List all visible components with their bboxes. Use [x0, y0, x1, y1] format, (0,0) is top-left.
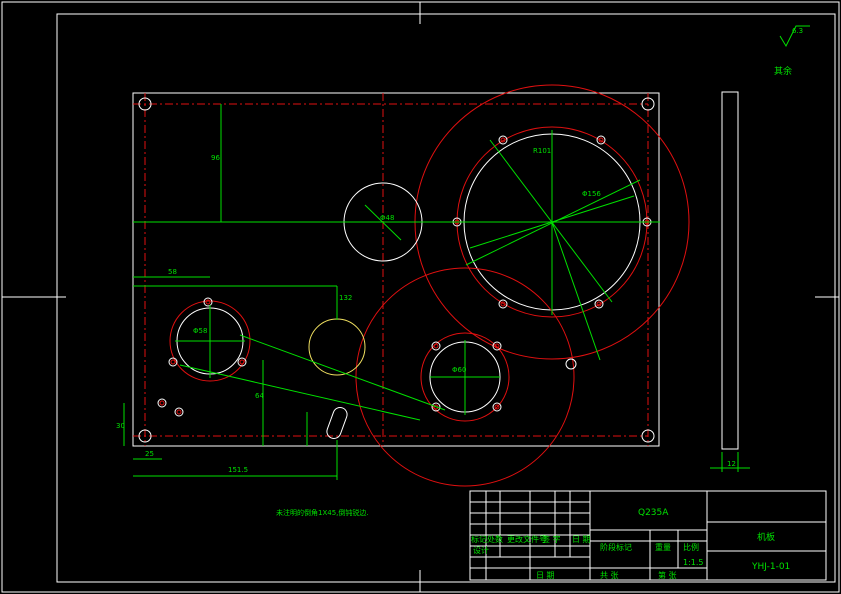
dim-main-r: R101 [533, 147, 551, 155]
svg-text:阶段标记: 阶段标记 [600, 542, 632, 552]
dim-left-circle: Φ58 [193, 327, 207, 335]
roughness-note: 其余 [774, 65, 792, 77]
dim-left: 58 [168, 268, 177, 276]
tb-drawing-no: YHJ-1-01 [751, 562, 790, 572]
hole-tr [641, 97, 655, 111]
dim-mid-v: 64 [255, 392, 264, 400]
svg-text:设计: 设计 [473, 545, 489, 555]
svg-text:日 期: 日 期 [536, 571, 555, 580]
svg-text:日 期: 日 期 [572, 535, 591, 544]
inner-border [56, 13, 836, 583]
svg-text:签 字: 签 字 [542, 534, 561, 544]
svg-text:比例: 比例 [683, 542, 699, 552]
plate-outline [132, 92, 660, 447]
svg-text:处数: 处数 [487, 534, 503, 544]
svg-text:更改文件号: 更改文件号 [507, 534, 547, 544]
side-view [721, 91, 739, 450]
dim-top-v: 96 [211, 154, 220, 162]
tb-material: Q235A [638, 508, 669, 518]
bolt-holes-left [157, 297, 247, 417]
svg-text:共 张: 共 张 [600, 571, 619, 580]
hole-tl [138, 97, 152, 111]
bolt-holes-right [431, 341, 502, 412]
tech-note: 未注明的倒角1X45,倒钝锐边. [276, 508, 369, 517]
dim-mid-circle: Φ48 [380, 214, 394, 222]
bore-yellow [308, 318, 366, 376]
title-block: Q235A 机板 YHJ-1-01 1:1.5 标记 处数 更改文件号 签 字 … [469, 490, 827, 581]
dim-left-v: 30 [116, 422, 125, 430]
roughness-symbol [779, 25, 810, 48]
ra-value: 6.3 [792, 27, 803, 35]
svg-text:第 张: 第 张 [658, 570, 677, 580]
dim-132: 132 [339, 294, 352, 302]
dim-right-circle: Φ60 [452, 366, 466, 374]
dim-side-width: 12 [727, 460, 736, 468]
slot [326, 407, 348, 439]
dim-big: Φ156 [582, 190, 601, 198]
svg-text:标记: 标记 [471, 534, 487, 544]
hole-br [641, 429, 655, 443]
svg-text:重量: 重量 [655, 542, 671, 552]
dim-small: 25 [145, 450, 154, 458]
tb-part-name: 机板 [757, 531, 775, 543]
tb-scale: 1:1.5 [683, 558, 704, 567]
dim-bottom: 151.5 [228, 466, 248, 474]
hole-bl [138, 429, 152, 443]
